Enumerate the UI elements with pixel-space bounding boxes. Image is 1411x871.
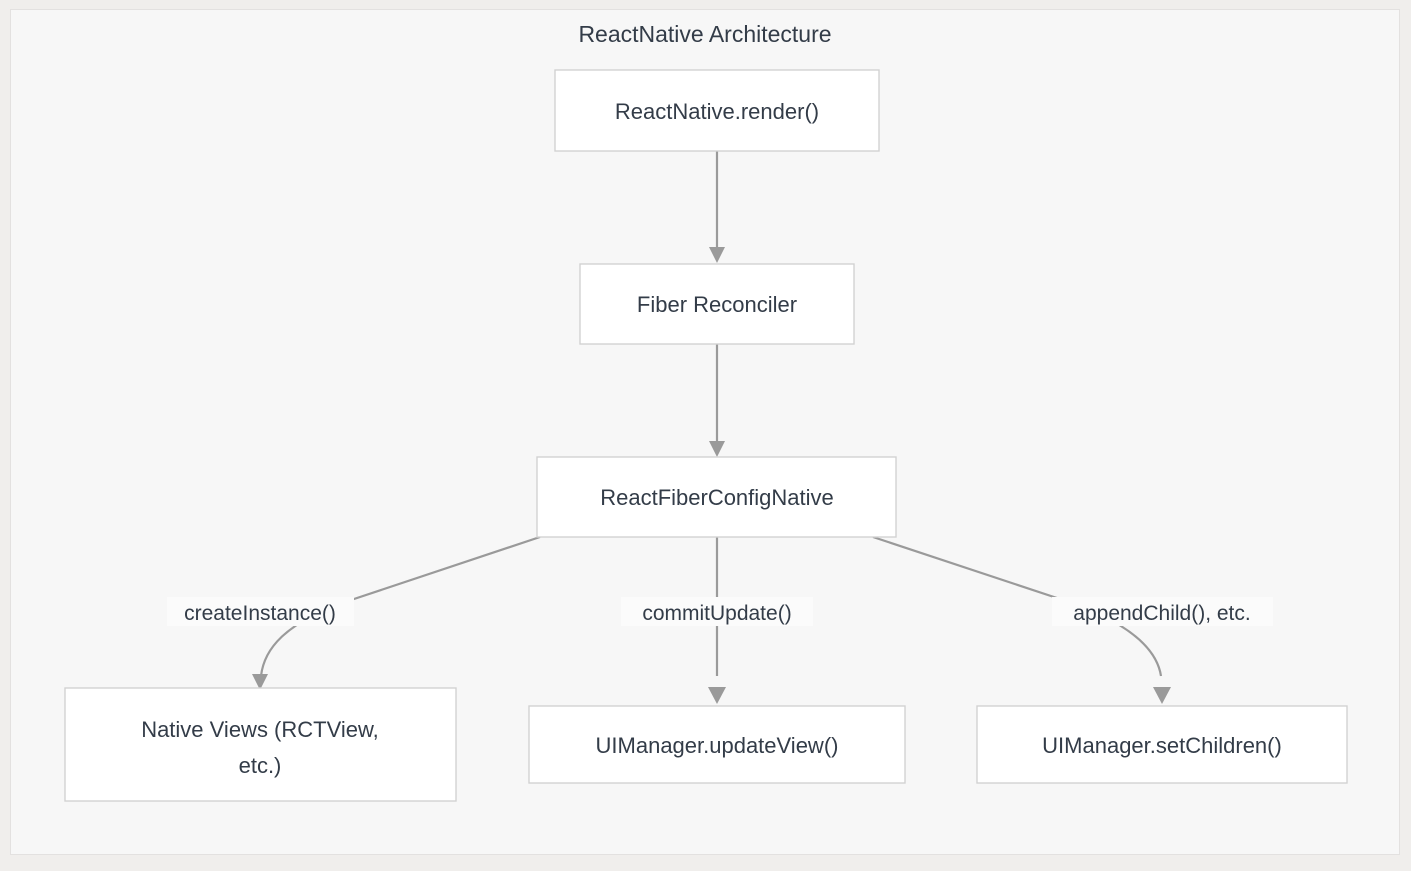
edge-label-createinstance: createInstance() <box>167 597 354 626</box>
node-label: Fiber Reconciler <box>637 292 797 317</box>
node-box[interactable] <box>536 456 897 538</box>
node-box[interactable] <box>579 263 855 345</box>
edge-render-to-fiber <box>709 151 725 263</box>
node-fiber-reconciler[interactable]: Fiber Reconciler <box>579 263 855 345</box>
node-label-line-1: Native Views (RCTView, <box>141 717 379 742</box>
edge-fiber-to-config <box>709 344 725 457</box>
node-native-views[interactable]: Native Views (RCTView, etc.) <box>64 687 457 802</box>
node-uimanager-setchildren[interactable]: UIManager.setChildren() <box>976 705 1348 784</box>
arrowhead-icon <box>1153 687 1171 704</box>
edge-label-text: createInstance() <box>184 602 336 625</box>
node-label: UIManager.updateView() <box>596 733 839 758</box>
arrowhead-icon <box>709 441 725 457</box>
node-label: UIManager.setChildren() <box>1042 733 1282 758</box>
edge-label-appendchild: appendChild(), etc. <box>1052 597 1273 626</box>
edge-label-commitupdate: commitUpdate() <box>621 597 813 626</box>
node-reactfiberconfignative[interactable]: ReactFiberConfigNative <box>536 456 897 538</box>
node-box[interactable] <box>554 69 880 152</box>
edge-label-background <box>621 597 813 626</box>
node-render[interactable]: ReactNative.render() <box>554 69 880 152</box>
edge-label-background <box>1052 597 1273 626</box>
node-uimanager-updateview[interactable]: UIManager.updateView() <box>528 705 906 784</box>
node-box[interactable] <box>528 705 906 784</box>
node-box[interactable] <box>976 705 1348 784</box>
edge-label-text: commitUpdate() <box>642 602 791 625</box>
node-label: ReactFiberConfigNative <box>600 485 834 510</box>
diagram-title: ReactNative Architecture <box>578 21 831 47</box>
node-box[interactable] <box>64 687 457 802</box>
edge-label-text: appendChild(), etc. <box>1073 602 1250 625</box>
node-label-line-2: etc.) <box>239 753 282 778</box>
arrowhead-icon <box>709 247 725 263</box>
node-label: ReactNative.render() <box>615 99 819 124</box>
arrowhead-icon <box>708 687 726 704</box>
edge-label-background <box>167 597 354 626</box>
arrowhead-icon <box>252 674 268 690</box>
